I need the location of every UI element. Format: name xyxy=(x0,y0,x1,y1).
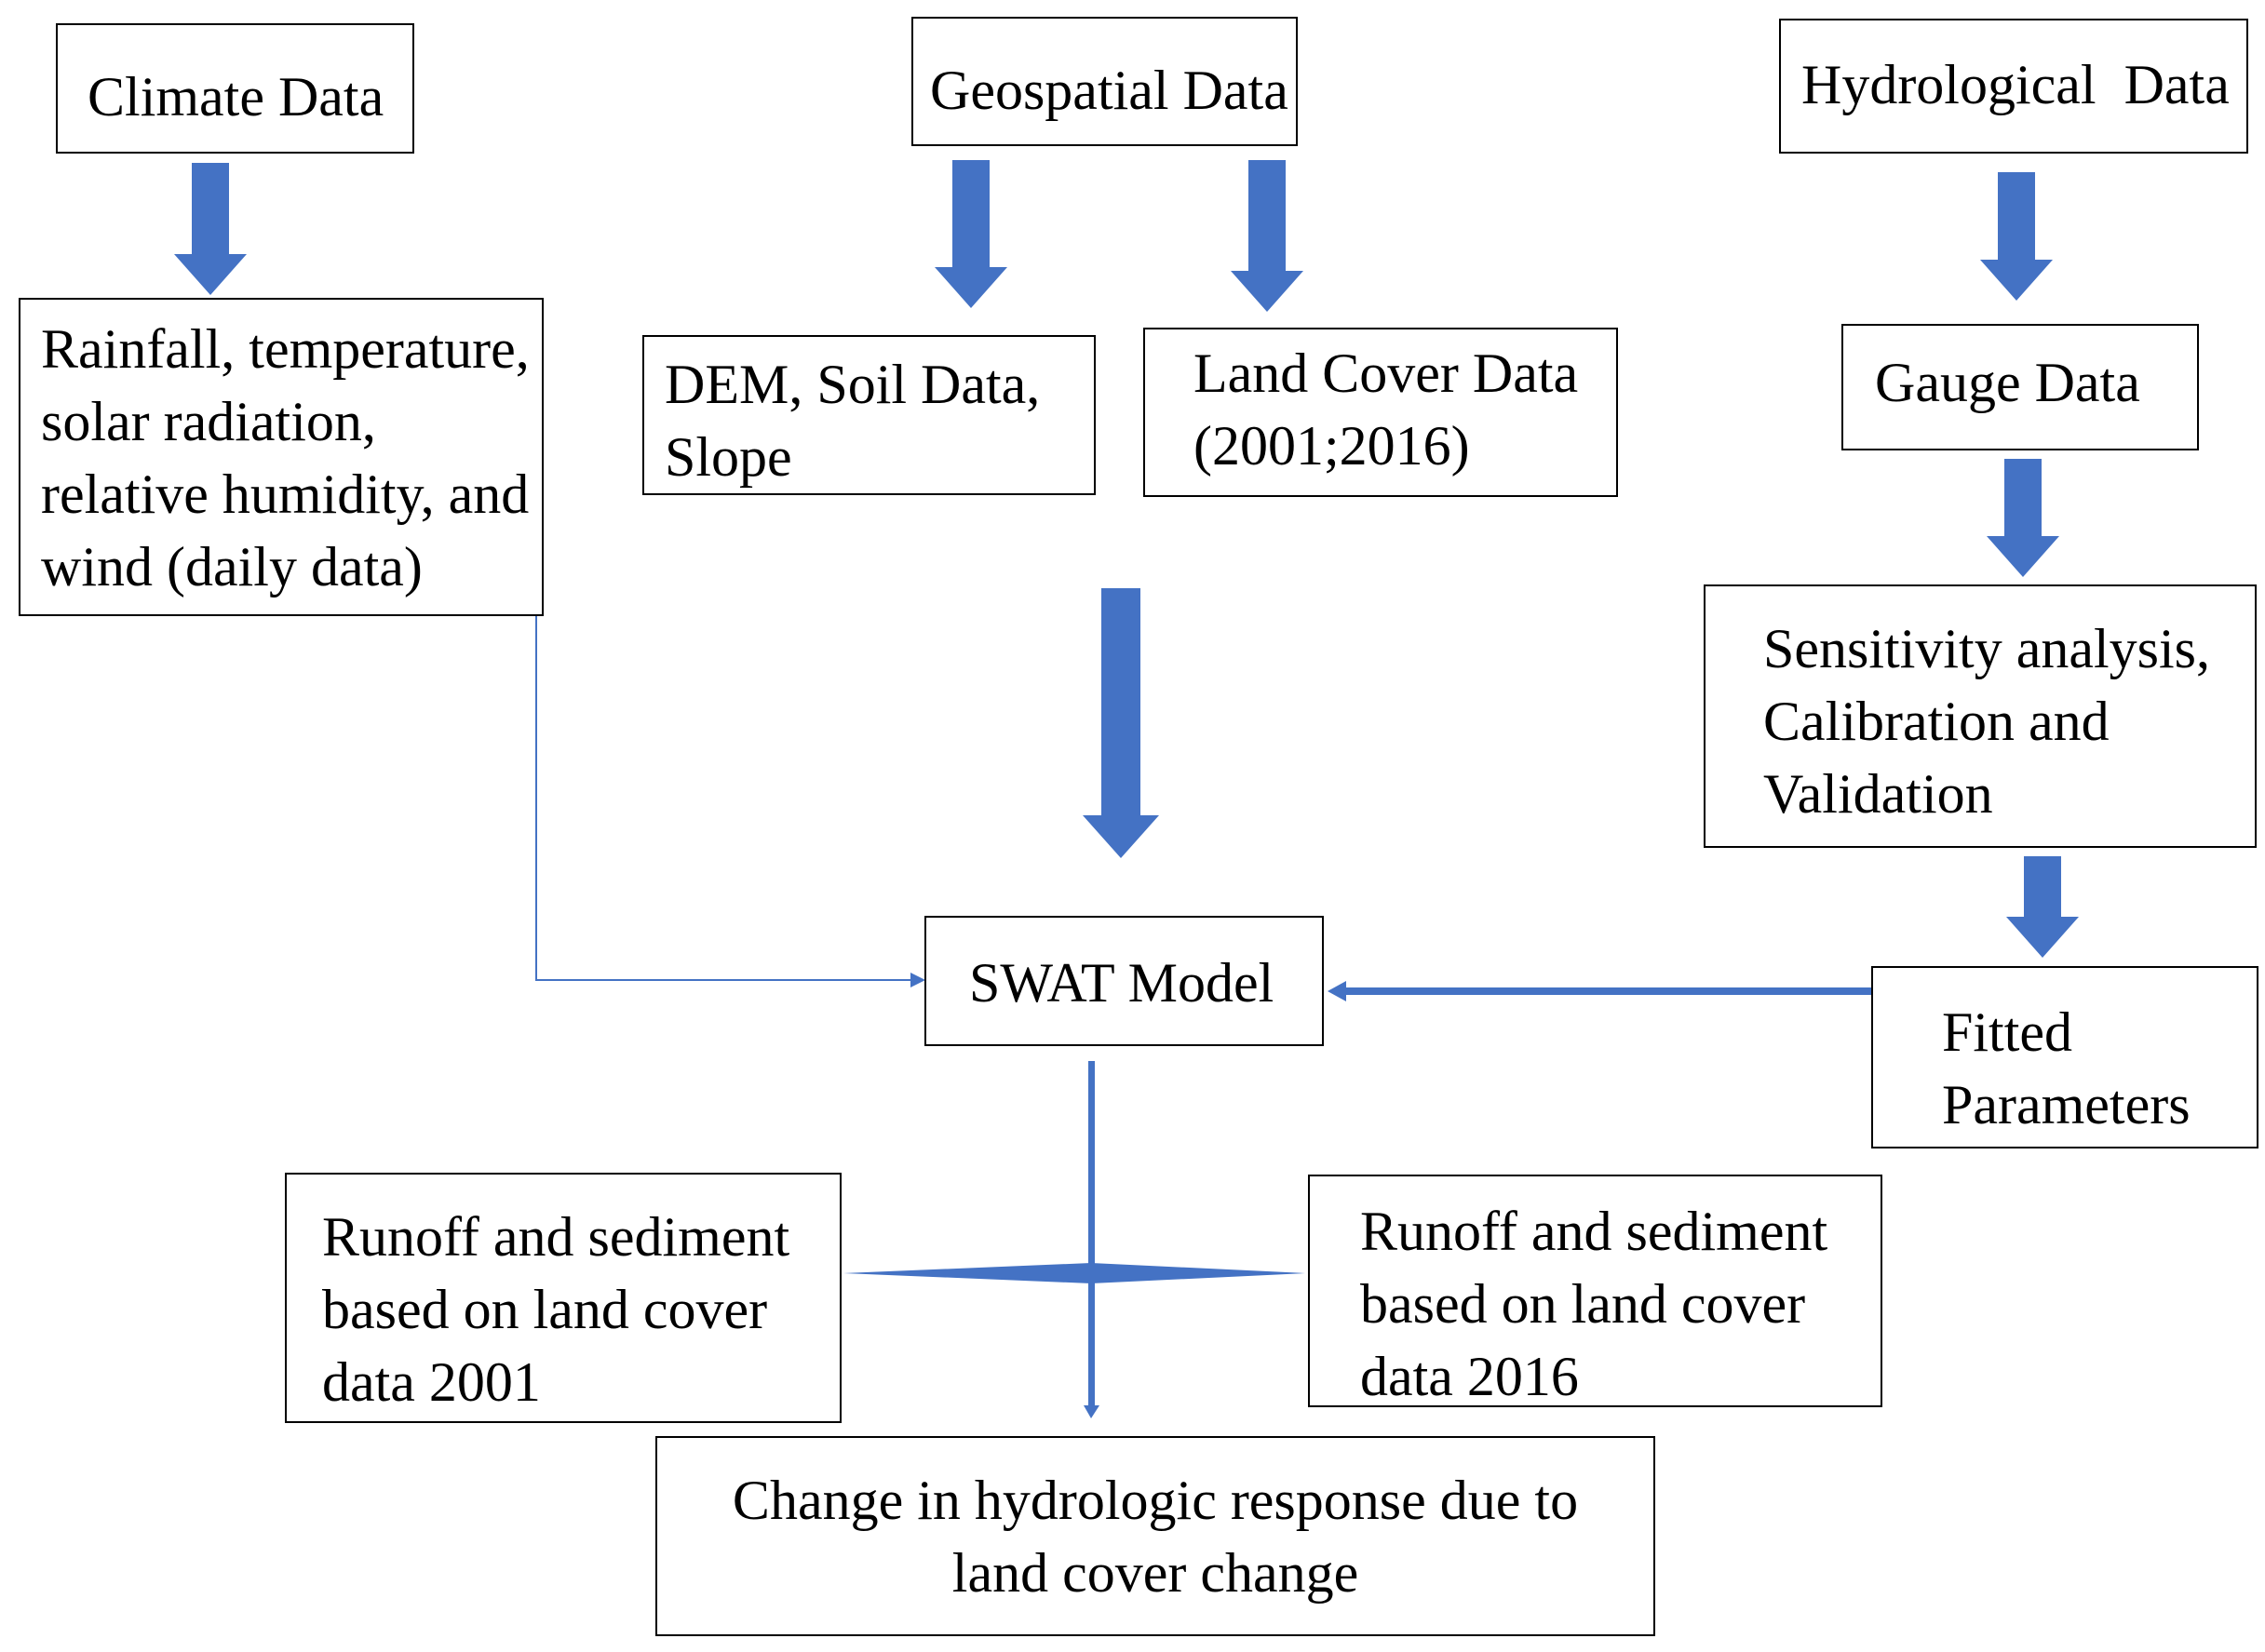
runoff-2001-box: Runoff and sediment based on land cover … xyxy=(285,1173,842,1423)
gauge-data-label: Gauge Data xyxy=(1875,352,2140,413)
geospatial-data-box: Geospatial Data xyxy=(911,17,1298,146)
arrow-calibration-to-fitted xyxy=(2006,856,2079,958)
gauge-data-box: Gauge Data xyxy=(1841,324,2199,450)
dem-soil-slope-line-2: Slope xyxy=(665,426,792,488)
arrow-geospatial-inputs-to-swat xyxy=(1083,588,1159,858)
fitted-parameters-line-1: Fitted xyxy=(1942,1001,2073,1063)
hydrologic-change-line-2: land cover change xyxy=(951,1542,1359,1604)
arrow-gauge-to-calibration xyxy=(1987,459,2059,577)
line-swat-down xyxy=(1088,1061,1095,1407)
arrow-geospatial-to-landcover xyxy=(1231,160,1303,312)
swat-model-box: SWAT Model xyxy=(924,916,1324,1046)
dem-soil-slope-line-1: DEM, Soil Data, xyxy=(665,354,1041,415)
runoff-2016-line-3: data 2016 xyxy=(1360,1346,1579,1407)
arrow-hydrological-to-gauge xyxy=(1980,172,2053,301)
line-fitted-to-swat xyxy=(1341,987,1875,995)
climate-variables-line-3: relative humidity, and xyxy=(41,463,530,525)
runoff-2001-line-3: data 2001 xyxy=(322,1351,541,1413)
climate-variables-box: Rainfall, temperature, solar radiation, … xyxy=(19,298,544,616)
calibration-line-3: Validation xyxy=(1763,763,1993,825)
arrowhead-climate-to-swat xyxy=(910,973,925,987)
line-runoff-connector xyxy=(843,1263,1305,1283)
climate-variables-line-2: solar radiation, xyxy=(41,391,376,452)
runoff-2016-line-1: Runoff and sediment xyxy=(1360,1201,1828,1262)
line-climate-to-swat xyxy=(535,614,912,981)
land-cover-data-line-1: Land Cover Data xyxy=(1193,342,1579,404)
calibration-line-1: Sensitivity analysis, xyxy=(1763,618,2210,679)
dem-soil-slope-box: DEM, Soil Data, Slope xyxy=(642,335,1096,495)
fitted-parameters-box: Fitted Parameters xyxy=(1871,966,2258,1148)
calibration-box: Sensitivity analysis, Calibration and Va… xyxy=(1704,584,2257,848)
climate-data-label: Climate Data xyxy=(88,66,384,128)
runoff-2016-line-2: based on land cover xyxy=(1360,1273,1806,1335)
arrowhead-swat-to-change xyxy=(1084,1405,1099,1418)
land-cover-data-line-2: (2001;2016) xyxy=(1193,415,1470,477)
climate-data-box: Climate Data xyxy=(56,23,414,154)
arrow-geospatial-to-dem xyxy=(935,160,1007,308)
hydrological-data-box: Hydrological Data xyxy=(1779,19,2248,154)
hydrologic-change-line-1: Change in hydrologic response due to xyxy=(732,1470,1579,1531)
runoff-2016-box: Runoff and sediment based on land cover … xyxy=(1308,1175,1882,1407)
climate-variables-line-1: Rainfall, temperature, xyxy=(41,318,530,380)
swat-model-label: SWAT Model xyxy=(969,952,1274,1014)
land-cover-data-box: Land Cover Data (2001;2016) xyxy=(1143,328,1618,497)
hydrological-data-label: Hydrological Data xyxy=(1801,54,2230,115)
fitted-parameters-line-2: Parameters xyxy=(1942,1074,2191,1135)
arrowhead-fitted-to-swat xyxy=(1328,981,1346,1001)
arrow-climate-to-variables xyxy=(174,163,247,295)
runoff-2001-line-1: Runoff and sediment xyxy=(322,1206,790,1268)
climate-variables-line-4: wind (daily data) xyxy=(41,536,423,598)
calibration-line-2: Calibration and xyxy=(1763,691,2110,752)
geospatial-data-label: Geospatial Data xyxy=(930,60,1288,121)
runoff-2001-line-2: based on land cover xyxy=(322,1279,768,1340)
hydrologic-change-box: Change in hydrologic response due to lan… xyxy=(655,1436,1655,1636)
